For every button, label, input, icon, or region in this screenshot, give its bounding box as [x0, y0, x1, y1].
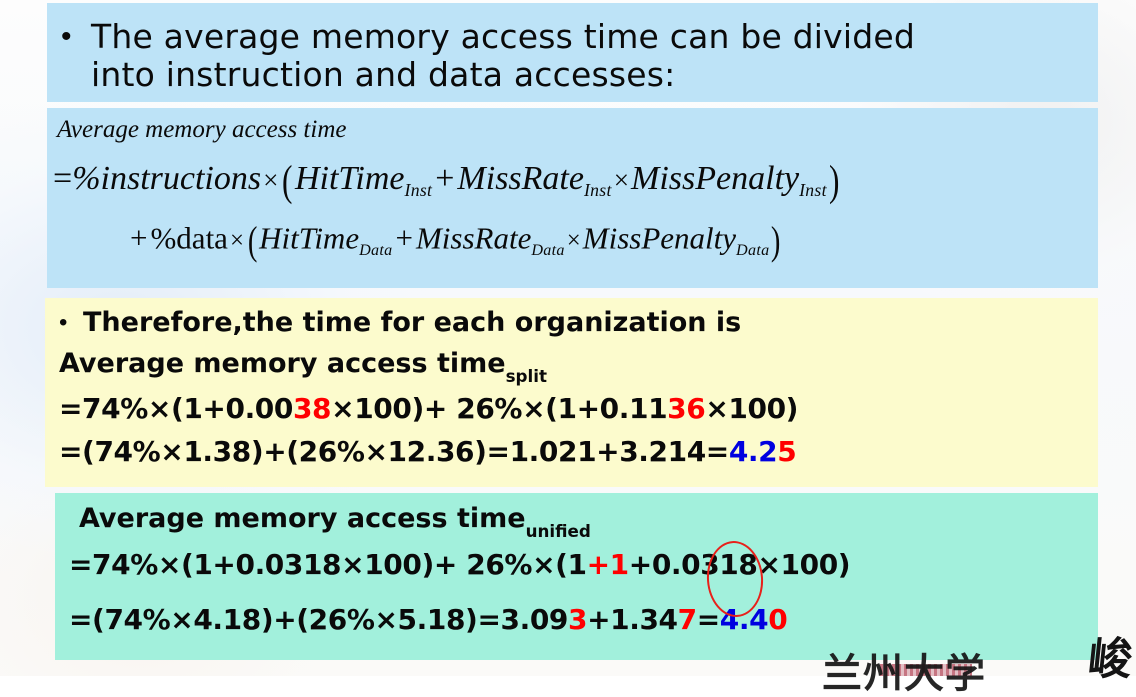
formula-missrate-inst: MissRate: [457, 159, 584, 197]
formula-misspenalty-data-sub: Data: [736, 242, 770, 260]
split-eq2-result-red: 5: [777, 435, 797, 468]
university-logo-icon: 峻: [1085, 634, 1133, 685]
split-bullet-marker-icon: •: [59, 309, 68, 336]
formula-percent-instructions: %instructions: [72, 159, 262, 197]
unified-eq2-red-7: 7: [677, 603, 697, 636]
formula2-mult-1: ×: [229, 227, 244, 255]
formula-line-2: +%data×(HitTimeData+MissRateData×MissPen…: [127, 218, 783, 264]
unified-eq1-red-plus-one: +1: [586, 548, 630, 581]
formula-missrate-inst-sub: Inst: [583, 180, 612, 201]
split-label: Average memory access timesplit: [59, 348, 547, 386]
unified-eq1-part-a: =74%×(1+0.0318×100)+ 26%×(1: [69, 548, 587, 581]
split-eq1-part-b: ×100)+ 26%×(1+0.11: [331, 392, 668, 425]
split-eq1-part-c: ×100): [705, 392, 799, 425]
unified-eq1-part-b: +0.0318×100): [628, 548, 851, 581]
formula-title: Average memory access time: [57, 116, 347, 143]
watermark-faint-text: 兰州大学: [822, 651, 986, 697]
unified-equation-line-1: =74%×(1+0.0318×100)+ 26%×(1+1+0.0318×100…: [69, 548, 851, 581]
bullet-line-1: The average memory access time can be di…: [91, 17, 916, 56]
slide-content: • The average memory access time can be …: [45, 3, 1133, 694]
split-label-subscript: split: [505, 366, 547, 387]
split-eq1-red-38: 38: [292, 392, 332, 425]
split-eq1-red-36: 36: [667, 392, 706, 425]
split-label-text: Average memory access time: [59, 348, 506, 379]
formula-open-paren: (: [282, 157, 293, 205]
formula-missrate-data: MissRate: [415, 220, 532, 256]
formula-plus-1: +: [435, 159, 455, 197]
bullet-statement-box: • The average memory access time can be …: [47, 3, 1098, 102]
formula2-plus-lead: +: [130, 220, 148, 256]
formula2-open-paren: (: [247, 219, 258, 263]
split-eq2-part-a: =(74%×1.38)+(26%×12.36)=1.021+3.214=: [59, 435, 729, 468]
unified-equation-line-2: =(74%×4.18)+(26%×5.18)=3.093+1.347=4.40: [69, 603, 788, 636]
split-equation-line-2: =(74%×1.38)+(26%×12.36)=1.021+3.214=4.25: [59, 435, 797, 468]
split-intro-text: Therefore,the time for each organization…: [83, 307, 742, 338]
unified-label-text: Average memory access time: [79, 503, 526, 534]
unified-eq2-result-red: 0: [768, 603, 788, 636]
formula-close-paren: ): [828, 157, 840, 205]
formula-mult-1: ×: [263, 164, 279, 195]
formula-percent-data: %data: [150, 220, 228, 256]
split-equation-line-1: =74%×(1+0.0038×100)+ 26%×(1+0.1136×100): [59, 392, 798, 425]
unified-eq2-equals: =: [696, 603, 720, 636]
watermark-stripe: [880, 664, 972, 676]
formula-hittime-inst-sub: Inst: [404, 180, 433, 201]
unified-label: Average memory access timeunified: [79, 503, 591, 541]
unified-cache-calculation-box: Average memory access timeunified =74%×(…: [55, 493, 1098, 660]
formula2-plus-2: +: [395, 220, 413, 256]
bullet-marker-icon: •: [61, 20, 72, 53]
unified-eq2-part-b: +1.34: [587, 603, 678, 636]
formula2-mult-2: ×: [566, 227, 581, 255]
formula-misspenalty-inst-sub: Inst: [799, 180, 827, 201]
formula-mult-2: ×: [613, 164, 630, 195]
bullet-line-2: into instruction and data accesses:: [91, 55, 676, 94]
formula-missrate-data-sub: Data: [531, 242, 565, 260]
formula-line-1: =%instructions×(HitTimeInst+MissRateInst…: [53, 156, 841, 206]
unified-eq2-result-blue: 4.4: [719, 603, 769, 636]
formula-misspenalty-inst: MissPenalty: [631, 159, 800, 197]
formula-box: Average memory access time =%instruction…: [47, 108, 1098, 288]
formula-misspenalty-data: MissPenalty: [582, 220, 737, 256]
unified-eq2-red-3: 3: [567, 603, 588, 636]
split-eq1-part-a: =74%×(1+0.00: [59, 392, 293, 425]
split-cache-calculation-box: • Therefore,the time for each organizati…: [45, 298, 1098, 487]
formula-hittime-data: HitTime: [259, 220, 360, 256]
formula-hittime-data-sub: Data: [359, 242, 393, 260]
formula2-close-paren: ): [771, 219, 781, 263]
unified-eq2-part-a: =(74%×4.18)+(26%×5.18)=3.09: [69, 603, 568, 636]
formula-hittime-inst: HitTime: [294, 159, 405, 197]
unified-label-subscript: unified: [525, 521, 591, 542]
split-eq2-result-blue: 4.2: [728, 435, 778, 468]
formula-equals: =: [53, 159, 73, 197]
